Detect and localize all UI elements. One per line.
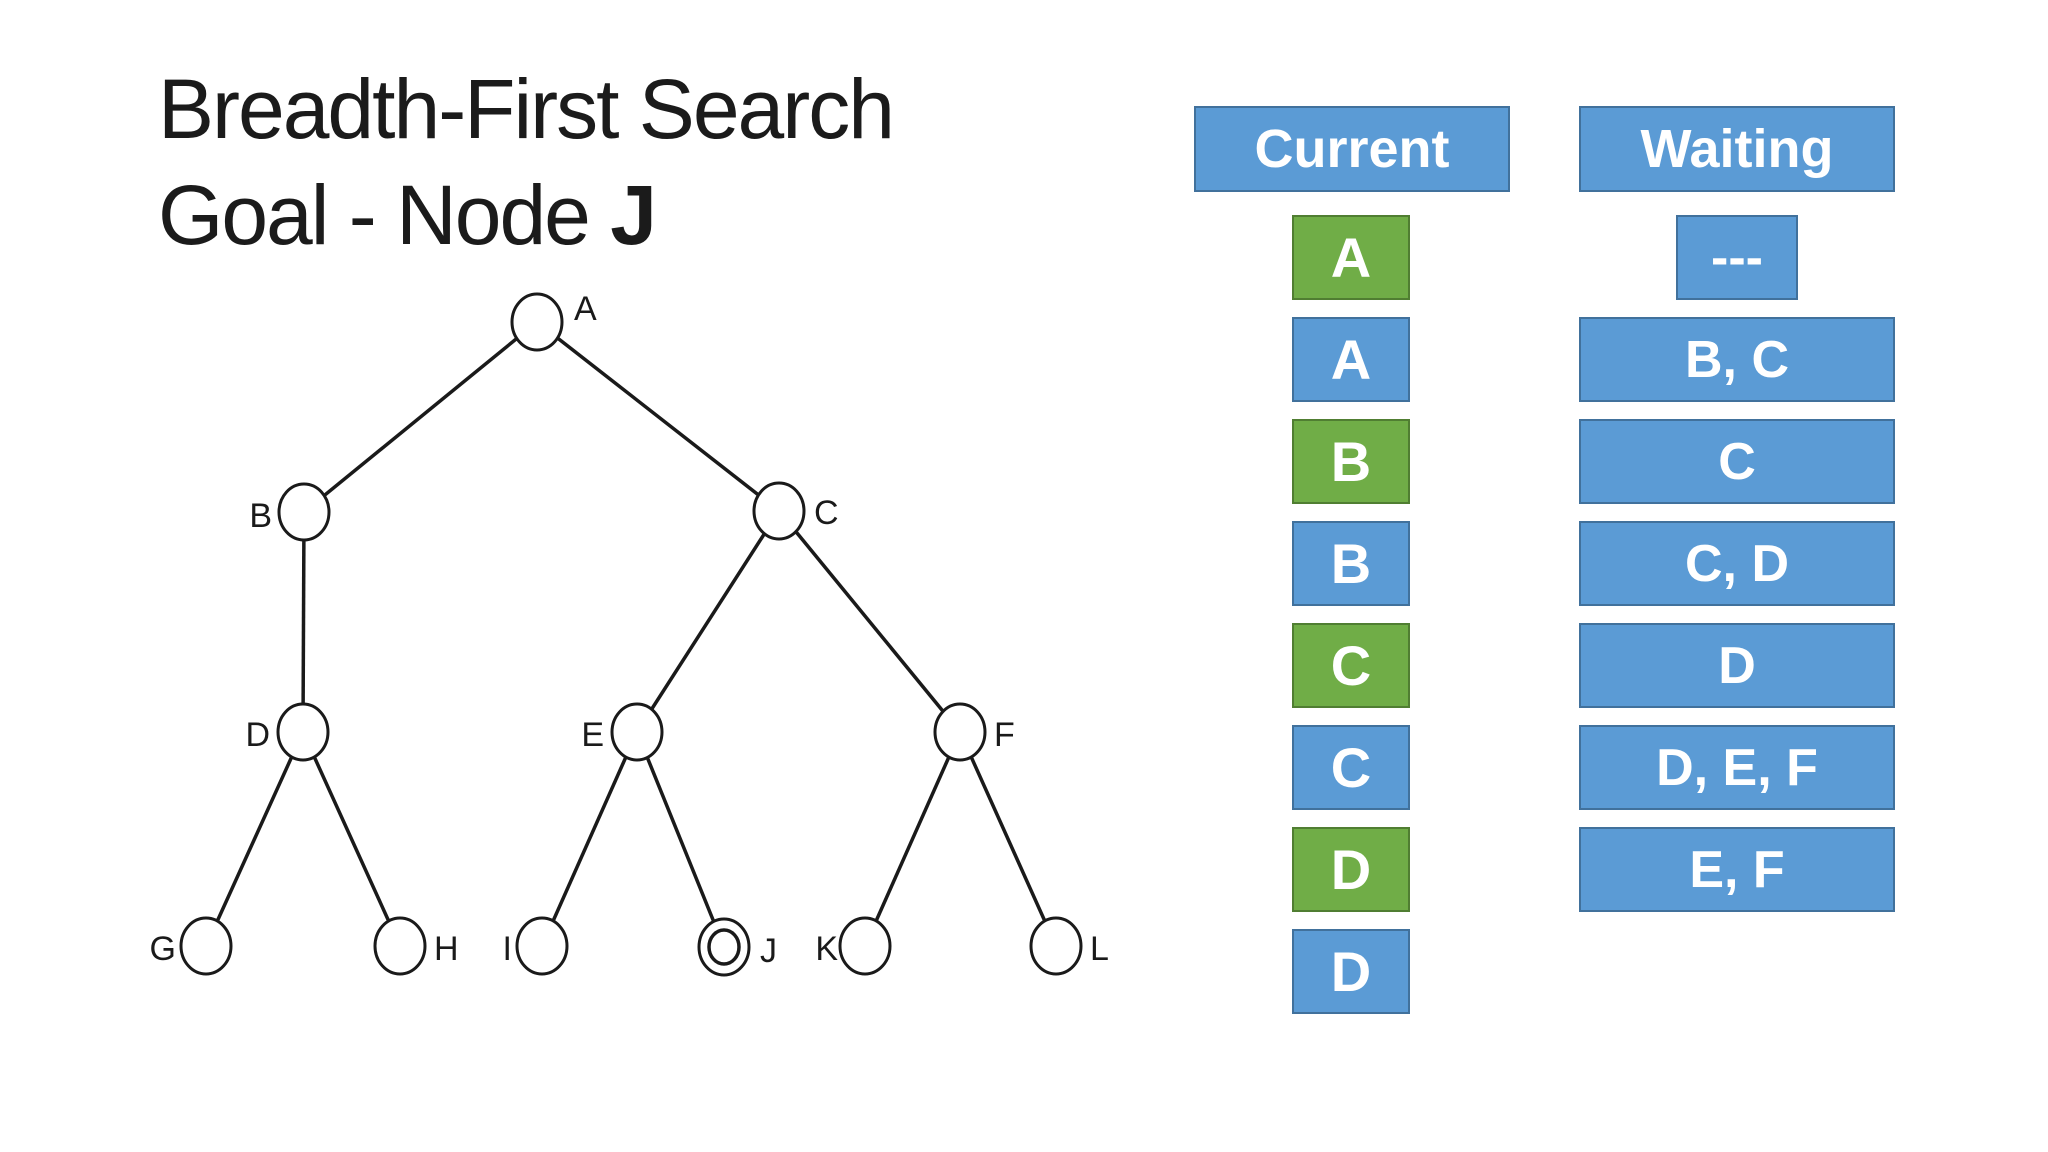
waiting-column-header: Waiting [1579,106,1895,192]
current-cell-4: C [1292,623,1410,708]
current-cell-6: D [1292,827,1410,912]
tree-edge-A-C [535,320,781,513]
tree-node-E: E [581,702,664,762]
tree-node-F: F [933,702,1015,762]
tree-node-label-D: D [245,716,270,754]
tree-node-circle-E [610,702,664,762]
tree-node-label-A: A [574,290,597,328]
tree-node-B: B [249,482,331,542]
waiting-cell-1: B, C [1579,317,1895,402]
slide-title: Breadth-First Search Goal - Node J [158,56,895,268]
title-goal-prefix: Goal - Node [158,168,611,262]
goal-node-letter: J [610,168,657,262]
tree-edge-D-H [301,731,402,947]
tree-node-label-F: F [994,716,1015,754]
current-cell-2: B [1292,419,1410,504]
tree-node-A: A [510,290,597,352]
waiting-cell-5: D, E, F [1579,725,1895,810]
tree-node-J: J [697,917,777,977]
tree-node-circle-H [373,916,427,976]
tree-node-label-H: H [434,930,459,968]
tree-node-label-E: E [581,716,604,754]
tree-node-G: G [150,916,233,976]
tree-node-L: L [1029,916,1109,976]
tree-node-circle-C [752,481,806,541]
tree-node-circle-A [510,292,564,352]
waiting-cell-0: --- [1676,215,1798,300]
tree-edge-F-K [863,731,962,947]
tree-node-circle-I [515,916,569,976]
waiting-cell-6: E, F [1579,827,1895,912]
tree-node-C: C [752,481,839,541]
tree-node-circle-L [1029,916,1083,976]
tree-node-I: I [503,916,569,976]
waiting-cell-2: C [1579,419,1895,504]
title-line-2: Goal - Node J [158,162,893,268]
tree-node-label-J: J [760,932,777,970]
tree-node-circle-K [838,916,892,976]
current-cell-0: A [1292,215,1410,300]
current-cell-1: A [1292,317,1410,402]
tree-node-circle-B [277,482,331,542]
tree-edge-C-F [777,509,962,734]
current-cell-3: B [1292,521,1410,606]
tree-node-D: D [245,702,330,762]
tree-node-label-I: I [503,930,512,968]
tree-node-circle-G [179,916,233,976]
tree-edge-E-I [540,731,639,947]
waiting-cell-4: D [1579,623,1895,708]
tree-edge-D-G [204,731,305,947]
tree-node-label-L: L [1090,930,1109,968]
current-cell-5: C [1292,725,1410,810]
tree-edge-B-D [301,511,306,733]
tree-edge-F-L [958,731,1058,947]
tree-edge-C-E [635,510,781,733]
tree-node-K: K [815,916,892,976]
tree-node-circle-D [276,702,330,762]
tree-node-label-G: G [150,930,176,968]
tree-node-label-C: C [814,494,839,532]
tree-node-label-K: K [815,930,838,968]
tree-node-label-B: B [249,497,272,535]
tree-edge-A-B [302,320,539,514]
waiting-cell-3: C, D [1579,521,1895,606]
tree-node-circle-F [933,702,987,762]
tree-node-H: H [373,916,459,976]
waiting-column: --- B, C C C, D D D, E, F E, F [1579,215,1895,1014]
current-cell-7: D [1292,929,1410,1014]
tree-edge-E-J [635,731,726,948]
current-column-header: Current [1194,106,1510,192]
title-line-1: Breadth-First Search [158,62,895,156]
goal-node-inner-circle [707,928,741,966]
